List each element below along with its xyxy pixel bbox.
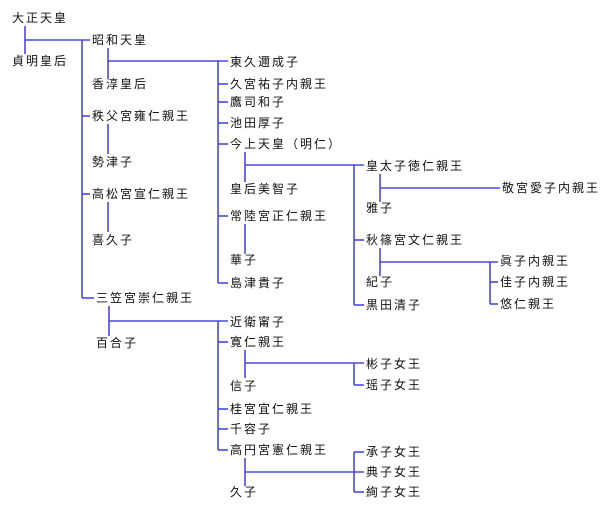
person-teimei: 貞明皇后 [12,54,69,68]
person-atsuko: 池田厚子 [230,116,287,130]
person-aiko: 敬宮愛子内親王 [502,181,601,195]
person-mako: 眞子内親王 [500,254,571,268]
person-yuriko: 百合子 [96,336,139,350]
person-tomohito: 寛仁親王 [230,335,287,349]
person-kazuko: 鷹司和子 [230,95,287,109]
person-noriko: 典子女王 [366,465,423,479]
person-takamado: 高円宮憲仁親王 [230,443,329,457]
person-hitachi: 常陸宮正仁親王 [230,209,329,223]
person-showa: 昭和天皇 [92,33,149,47]
person-chichibu: 秩父宮雍仁親王 [92,109,191,123]
person-hisanomiya: 久宮祐子内親王 [230,77,329,91]
person-naruhito: 皇太子徳仁親王 [366,159,465,173]
person-kikuko: 喜久子 [92,233,135,247]
person-akishino: 秋篠宮文仁親王 [366,233,465,247]
person-ayako: 絢子女王 [366,485,423,499]
person-takamatsu: 高松宮宣仁親王 [92,187,191,201]
person-masako-sen: 千容子 [230,422,273,436]
person-hanako: 華子 [230,253,259,267]
person-mikasa: 三笠宮崇仁親王 [96,291,195,305]
person-hisahito: 悠仁親王 [500,297,557,311]
person-akiko: 彬子女王 [366,357,423,371]
person-hisako: 久子 [230,485,259,499]
person-masako: 雅子 [366,201,395,215]
person-takako: 島津貴子 [230,276,287,290]
person-katsura: 桂宮宜仁親王 [230,402,315,416]
person-kojun: 香淳皇后 [92,77,149,91]
person-nobuko: 信子 [230,379,259,393]
person-tsuguko: 承子女王 [366,445,423,459]
person-setsuko: 勢津子 [92,155,135,169]
person-yoko: 瑶子女王 [366,378,423,392]
person-michiko: 皇后美智子 [230,182,301,196]
person-yasuko: 近衛甯子 [230,315,287,329]
person-akihito: 今上天皇（明仁） [230,137,343,151]
person-kako: 佳子内親王 [500,275,571,289]
person-taisho: 大正天皇 [12,11,69,25]
person-shigeko: 東久邇成子 [230,55,301,69]
person-sayako: 黒田清子 [366,298,423,312]
person-kiko: 紀子 [366,275,395,289]
